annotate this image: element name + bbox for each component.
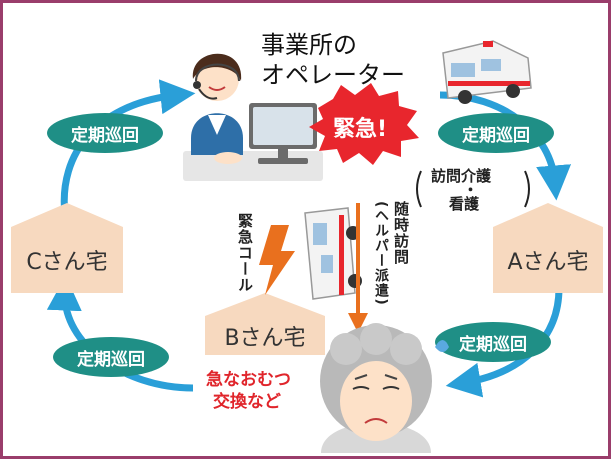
emergency-call-label: 緊急コール <box>236 213 254 293</box>
visit-care-dot: ・ <box>463 181 479 199</box>
visit-care-line1: 訪問介護 <box>431 167 492 185</box>
sweat-drop-icon <box>435 340 449 352</box>
patrol-label-right: 定期巡回 <box>462 125 530 146</box>
diagram-canvas <box>11 40 603 453</box>
diaper-note-line1: 急なおむつ <box>206 370 291 390</box>
visit-care-line2: 看護 <box>449 195 480 213</box>
ambulance-top-illustration <box>442 40 532 104</box>
patrol-pill-left-shape <box>47 113 163 153</box>
patrol-label-bottom-left: 定期巡回 <box>77 349 145 370</box>
diaper-note-line2: 交換など <box>213 392 281 412</box>
operator-title-line2: オペレーター <box>261 61 405 89</box>
house-c-label: Cさん宅 <box>26 250 108 275</box>
house-b-label: Bさん宅 <box>224 326 306 351</box>
house-c-shape <box>11 203 123 293</box>
operator-title-line1: 事業所の <box>261 31 357 59</box>
patrol-pill-right-shape <box>438 113 554 153</box>
dispatch-arrow-head <box>348 313 368 333</box>
urgent-label: 緊急! <box>333 117 388 142</box>
ambulance-middle-illustration <box>304 207 362 300</box>
urgent-starburst <box>309 83 419 165</box>
house-b-shape <box>205 293 325 355</box>
house-a-label: Aさん宅 <box>507 250 589 275</box>
on-demand-visit-label: 随時訪問 <box>392 201 410 265</box>
visit-care-left-bracket <box>416 170 422 208</box>
house-a-shape <box>493 203 603 293</box>
patrol-pill-bottom-left-shape <box>53 337 169 377</box>
patrol-label-bottom-right: 定期巡回 <box>459 334 527 355</box>
lightning-bolt-icon <box>259 225 295 295</box>
elderly-person-illustration <box>320 323 432 453</box>
helper-dispatch-label: (ヘルパー派遣) <box>373 201 389 306</box>
patrol-label-left: 定期巡回 <box>71 125 139 146</box>
operator-illustration <box>183 53 323 181</box>
visit-care-right-bracket <box>524 170 530 208</box>
patrol-pill-bottom-right-shape <box>435 322 551 362</box>
